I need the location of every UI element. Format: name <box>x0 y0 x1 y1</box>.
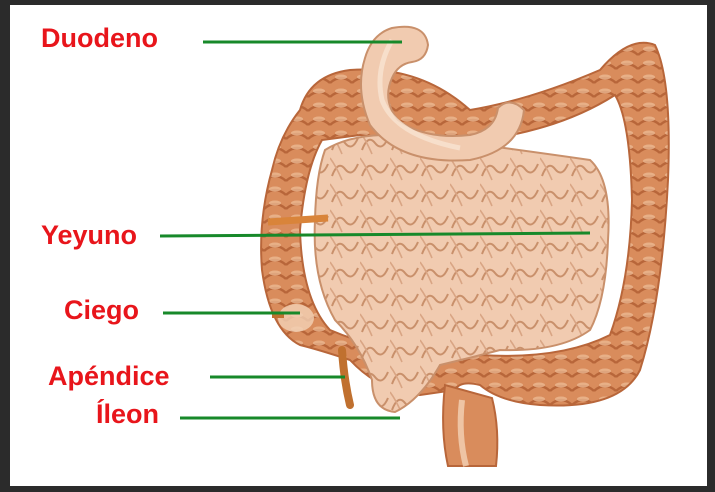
label-yeyuno: Yeyuno <box>41 222 137 249</box>
label-apendice: Apéndice <box>48 363 170 390</box>
rectum <box>443 385 497 466</box>
label-ciego: Ciego <box>64 297 139 324</box>
label-duodeno: Duodeno <box>41 25 158 52</box>
label-ileon: Íleon <box>96 401 159 428</box>
